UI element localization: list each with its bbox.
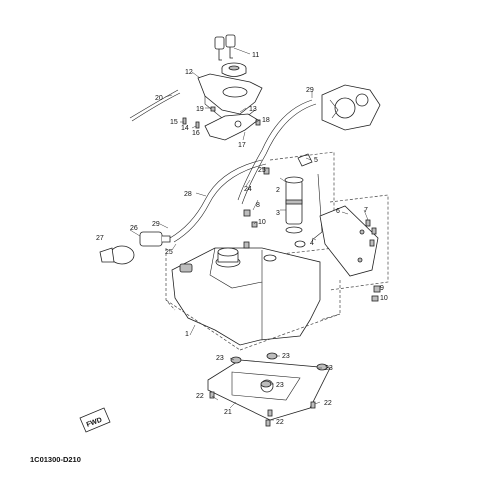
fuel-tank bbox=[171, 247, 321, 346]
label-22b: 22 bbox=[324, 400, 332, 407]
label-29a: 29 bbox=[152, 221, 160, 228]
label-13: 13 bbox=[249, 106, 257, 113]
mount-bracket bbox=[204, 113, 259, 141]
label-25a: 25 bbox=[258, 167, 266, 174]
label-27: 27 bbox=[96, 235, 104, 242]
fuel-cap bbox=[221, 62, 247, 77]
fuel-sender-rod bbox=[311, 173, 323, 241]
label-25b: 25 bbox=[165, 249, 173, 256]
breather-hose bbox=[129, 89, 179, 119]
label-15: 15 bbox=[170, 119, 178, 126]
label-23a: 23 bbox=[216, 355, 224, 362]
throttle-body bbox=[321, 84, 381, 131]
shield-dashed-outline bbox=[329, 194, 389, 291]
diagram-code: 1C01300-D210 bbox=[30, 455, 81, 464]
label-3: 3 bbox=[276, 210, 280, 217]
label-18: 18 bbox=[262, 117, 270, 124]
label-2: 2 bbox=[276, 187, 280, 194]
label-29b: 29 bbox=[306, 87, 314, 94]
label-28: 28 bbox=[184, 191, 192, 198]
label-23c: 23 bbox=[325, 365, 333, 372]
label-22c: 22 bbox=[276, 419, 284, 426]
label-20: 20 bbox=[155, 95, 163, 102]
label-12: 12 bbox=[185, 69, 193, 76]
key-set bbox=[214, 34, 236, 61]
heat-shield-panel bbox=[319, 205, 379, 277]
cap-holder-bracket bbox=[197, 73, 263, 123]
small-bolts bbox=[182, 106, 261, 129]
clips bbox=[365, 219, 377, 247]
label-22a: 22 bbox=[196, 393, 204, 400]
fuel-hose-24 bbox=[237, 99, 313, 201]
label-17: 17 bbox=[238, 142, 246, 149]
label-7: 7 bbox=[364, 207, 368, 214]
fuel-hose-28 bbox=[169, 159, 263, 239]
leader-lines bbox=[129, 47, 369, 421]
fuel-pump bbox=[284, 176, 304, 234]
fwd-arrow: FWD bbox=[79, 407, 111, 433]
label-23d: 23 bbox=[276, 382, 284, 389]
mount-bolts bbox=[243, 167, 381, 302]
bottom-bolts bbox=[209, 391, 316, 427]
label-6: 6 bbox=[336, 208, 340, 215]
label-26: 26 bbox=[130, 225, 138, 232]
label-23b: 23 bbox=[282, 353, 290, 360]
label-9: 9 bbox=[380, 285, 384, 292]
label-5: 5 bbox=[314, 157, 318, 164]
label-19: 19 bbox=[196, 106, 204, 113]
label-10b: 10 bbox=[380, 295, 388, 302]
label-8: 8 bbox=[256, 202, 260, 209]
label-10a: 10 bbox=[258, 219, 266, 226]
fuel-filter bbox=[99, 231, 171, 265]
label-4: 4 bbox=[310, 240, 314, 247]
label-14: 14 bbox=[181, 125, 189, 132]
label-16: 16 bbox=[192, 130, 200, 137]
label-11: 11 bbox=[252, 52, 259, 59]
label-21: 21 bbox=[224, 409, 232, 416]
part-labels: 1 2 3 4 5 6 7 8 9 10 10 11 12 13 14 15 1… bbox=[96, 52, 388, 426]
label-24: 24 bbox=[244, 186, 252, 193]
tank-dashed-outline bbox=[165, 248, 341, 351]
label-1: 1 bbox=[185, 331, 189, 338]
